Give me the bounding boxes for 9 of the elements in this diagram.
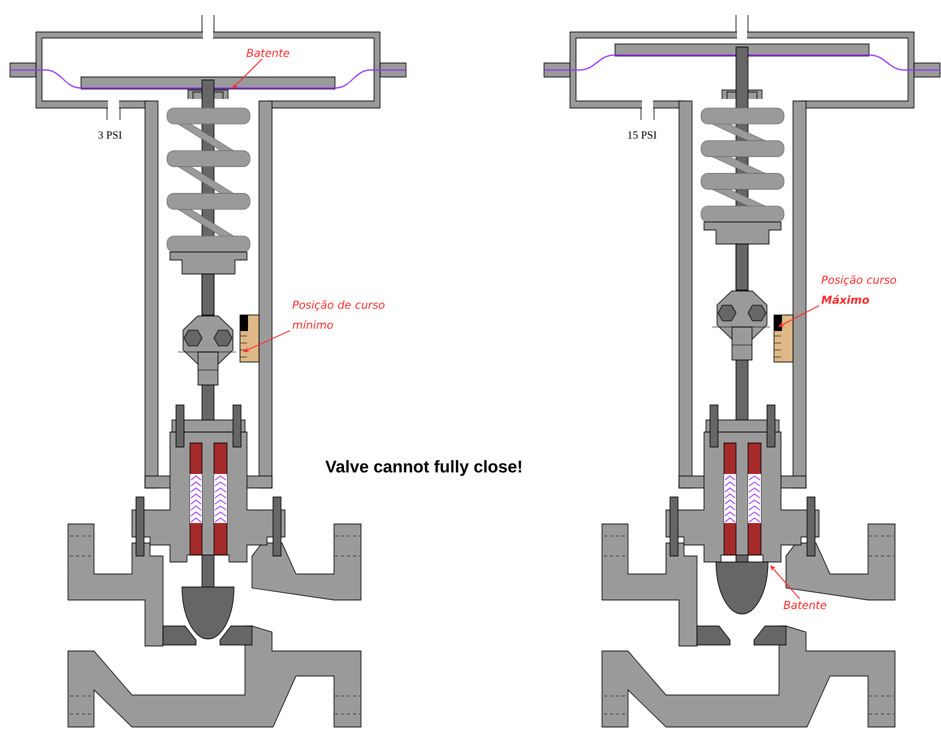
warning-text: Valve cannot fully close! (325, 460, 522, 476)
pressure-label: 3 PSI (98, 131, 122, 139)
leader-line (770, 565, 800, 600)
callout-text: Batente (246, 48, 290, 58)
pressure-label: 15 PSI (628, 131, 656, 139)
callout-text: Posição de curso mínimo (292, 300, 384, 329)
callout-text: Posição curso Máximo (821, 275, 896, 304)
leader-line (232, 58, 262, 89)
callout-text: Batente (784, 600, 826, 610)
